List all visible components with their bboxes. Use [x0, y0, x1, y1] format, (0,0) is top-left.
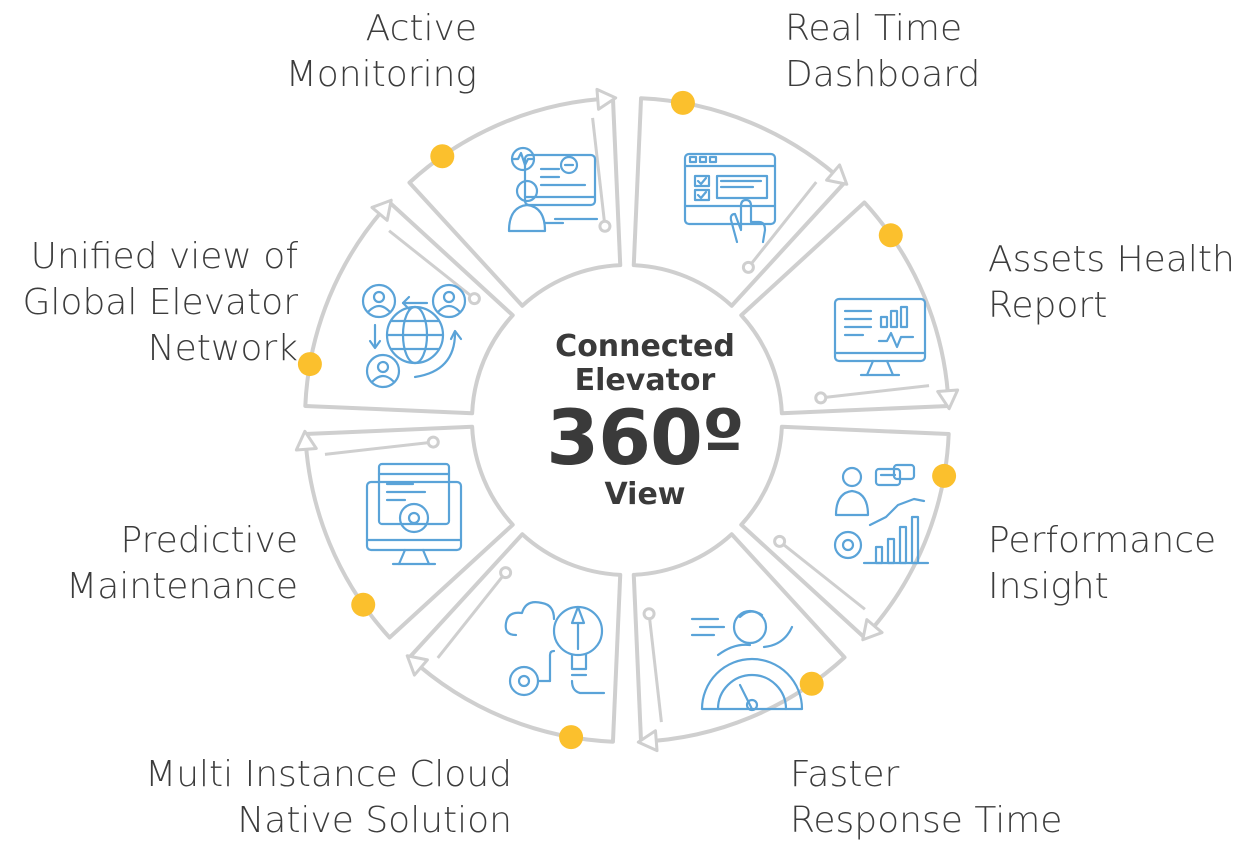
arrow-head-icon [936, 388, 960, 411]
label-line: Network [147, 328, 298, 369]
connector-line [388, 229, 476, 300]
connector-line [436, 571, 507, 659]
label-line: Report [988, 285, 1108, 326]
label-line: Global Elevator [22, 282, 298, 323]
label-dot [932, 463, 957, 488]
speedometer-person-icon [690, 609, 804, 712]
label-line: Faster [790, 754, 900, 795]
connector-node [598, 219, 612, 233]
label-predictive-maintenance: Predictive Maintenance [66, 518, 298, 610]
label-line: Dashboard [785, 54, 981, 95]
label-dot [670, 90, 695, 115]
segment-active-monitoring [407, 96, 623, 308]
label-dot [351, 592, 376, 617]
label-line: Native Solution [237, 800, 512, 841]
label-multi-instance-cloud: Multi Instance Cloud Native Solution [145, 752, 512, 844]
segment-real-time-dashboard [631, 96, 847, 308]
monitor-report-icon [833, 297, 927, 377]
connector-line [647, 613, 663, 723]
label-line: Insight [988, 566, 1109, 607]
connector-node [814, 391, 828, 405]
label-line: Predictive [120, 520, 298, 561]
label-dot [878, 223, 903, 248]
label-performance-insight: Performance Insight [988, 518, 1216, 610]
label-line: Real Time [785, 8, 963, 49]
connector-node [773, 534, 787, 548]
label-faster-response-time: Faster Response Time [790, 752, 1062, 844]
growth-chart-icon [833, 463, 930, 565]
label-line: Performance [988, 520, 1217, 561]
label-line: Unified view of [30, 236, 298, 277]
arrow-heads [294, 87, 960, 753]
connector-node [499, 566, 513, 580]
label-dot [799, 671, 824, 696]
connector-node [741, 260, 755, 274]
label-real-time-dashboard: Real Time Dashboard [785, 6, 980, 98]
label-line: Maintenance [66, 566, 298, 607]
label-dots [297, 90, 957, 750]
center-title: Connected Elevator 360º View [540, 330, 750, 512]
connector-line [591, 117, 607, 227]
connector-line [747, 181, 818, 269]
connector-node [642, 607, 656, 621]
label-line: Monitoring [285, 54, 477, 95]
arrow-head-icon [405, 654, 429, 677]
segment-connectors [324, 117, 930, 723]
center-title-line2: Elevator [574, 363, 716, 398]
arrow-head-icon [370, 198, 393, 222]
browser-gear-icon [365, 462, 463, 566]
label-dot [430, 144, 455, 169]
label-unified-view: Unified view of Global Elevator Network [23, 234, 298, 372]
center-title-line4: View [604, 477, 686, 512]
monitoring-person-icon [507, 146, 599, 233]
cloud-bulb-gear-icon [504, 601, 606, 697]
label-dot [559, 725, 584, 750]
segment-assets-health-report [739, 200, 951, 416]
connector-line [820, 384, 930, 400]
label-line: Response Time [790, 800, 1063, 841]
connector-node [426, 435, 440, 449]
segment-multi-instance-cloud [407, 532, 623, 744]
dashboard-click-icon [683, 152, 777, 244]
global-network-icon [361, 283, 467, 389]
label-line: Active [365, 8, 477, 49]
arrow-head-icon [825, 163, 849, 186]
connector-line [778, 540, 866, 611]
label-line: Assets Health [988, 239, 1235, 280]
label-assets-health-report: Assets Health Report [988, 237, 1235, 329]
label-dot [297, 352, 322, 377]
arrow-head-icon [595, 87, 618, 111]
arrow-head-icon [294, 429, 318, 452]
center-title-line1: Connected [555, 329, 735, 364]
connector-node [467, 292, 481, 306]
center-title-line3: 360º [546, 393, 745, 482]
connector-line [324, 440, 434, 456]
arrow-head-icon [861, 618, 884, 642]
arrow-head-icon [636, 729, 659, 753]
label-line: Multi Instance Cloud [145, 754, 512, 795]
label-active-monitoring: Active Monitoring [286, 6, 477, 98]
